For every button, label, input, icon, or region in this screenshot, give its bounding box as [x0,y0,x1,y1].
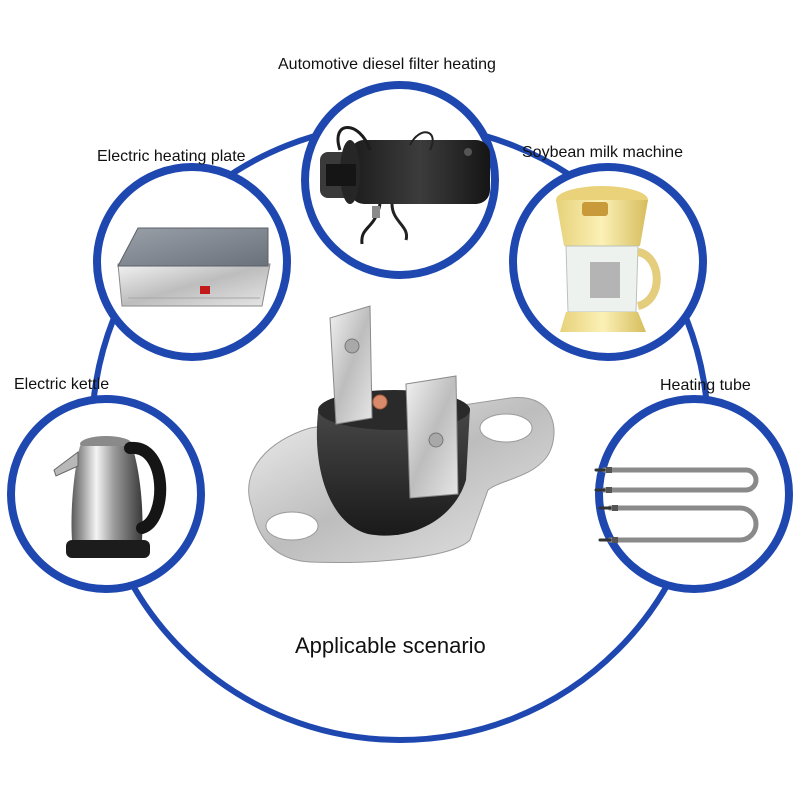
heating-plate-icon [117,227,271,307]
thermostat-switch-icon [248,305,555,563]
circle-tube [595,395,793,593]
electric-kettle-icon [53,436,167,558]
label-heating-tube: Heating tube [660,377,751,394]
diesel-filter-heater-icon [320,126,490,245]
label-soybean-milk-machine: Soybean milk machine [522,144,683,161]
label-automotive-diesel-filter-heating: Automotive diesel filter heating [278,56,496,73]
label-electric-kettle: Electric kettle [14,376,110,393]
caption-applicable-scenario: Applicable scenario [295,633,486,658]
heating-tube-icon [594,467,759,543]
soymilk-maker-icon [556,186,661,332]
label-electric-heating-plate: Electric heating plate [97,148,246,165]
